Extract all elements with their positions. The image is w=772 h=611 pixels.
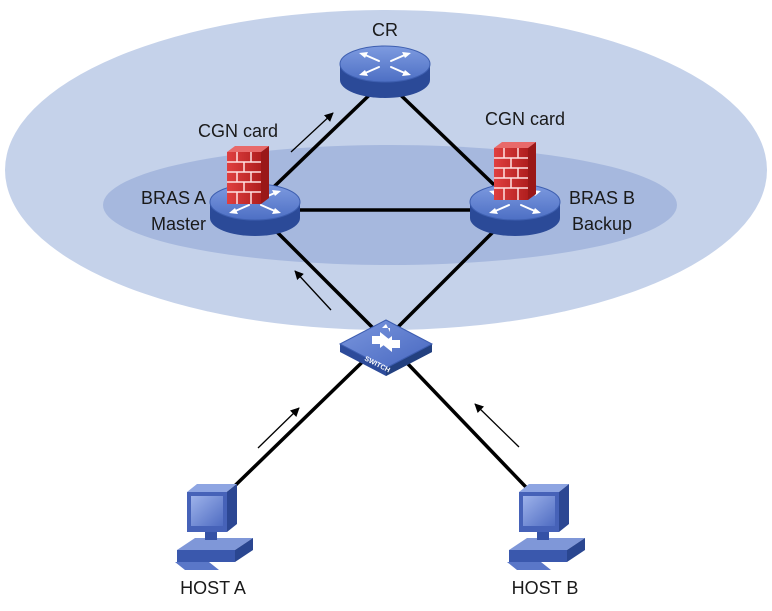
label-cgn-card-a: CGN card <box>198 121 279 141</box>
firewall-icon-bras-b <box>493 141 537 201</box>
link-cr-bras-a <box>253 78 387 207</box>
arrow-bras-a-to-cr <box>290 112 334 153</box>
pc-icon-host-b <box>507 484 585 570</box>
label-bras-a-name: BRAS A <box>140 188 206 208</box>
arrow-host-a-to-switch <box>257 407 300 449</box>
label-bras-b-name: BRAS B <box>568 188 636 208</box>
label-host-b: HOST B <box>511 578 579 598</box>
arrow-host-b-to-switch <box>474 403 520 448</box>
label-bras-b-role: Backup <box>571 214 633 234</box>
router-icon-cr <box>339 45 431 99</box>
firewall-icon-bras-a <box>226 145 270 205</box>
label-cgn-card-b: CGN card <box>485 109 566 129</box>
link-cr-bras-b <box>383 78 517 207</box>
label-cr: CR <box>372 20 398 40</box>
pc-icon-host-a <box>175 484 253 570</box>
label-host-a: HOST A <box>180 578 246 598</box>
traffic-arrows <box>257 112 520 449</box>
label-bras-a-role: Master <box>150 214 206 234</box>
arrow-switch-to-bras-a <box>294 270 332 311</box>
link-host-b-switch <box>383 338 547 509</box>
link-host-a-switch <box>211 338 387 509</box>
